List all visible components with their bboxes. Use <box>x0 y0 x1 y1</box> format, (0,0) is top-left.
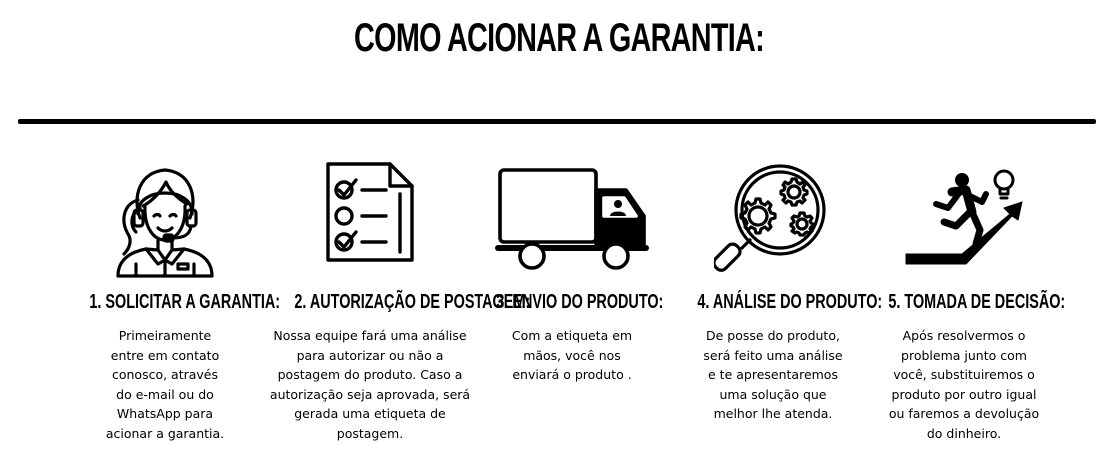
step-4-text: De posse do produto, será feito uma anál… <box>703 328 843 421</box>
divider-line <box>18 119 1096 124</box>
step-2-text: Nossa equipe fará uma análise para autor… <box>269 328 471 441</box>
step-1-heading: 1. SOLICITAR A GARANTIA: <box>89 291 281 313</box>
delivery-truck-icon <box>467 160 677 280</box>
magnifier-gears-icon <box>668 160 878 280</box>
page-title: COMO ACIONAR A GARANTIA: <box>354 16 765 60</box>
step-2-heading: 2. AUTORIZAÇÃO DE POSTAGEM: <box>294 291 531 313</box>
checklist-document-icon <box>265 160 475 280</box>
step-5-heading: 5. TOMADA DE DECISÃO: <box>888 291 1066 313</box>
step-5-text: Após resolvermos o problema junto com vo… <box>888 328 1040 441</box>
customer-support-agent-icon <box>60 160 270 280</box>
running-person-idea-icon <box>859 160 1069 280</box>
step-1-text: Primeiramente entre em contato conosco, … <box>105 328 225 441</box>
step-3-heading: 3. ENVIO DO PRODUTO: <box>496 291 664 313</box>
step-4-heading: 4. ANÁLISE DO PRODUTO: <box>697 291 883 313</box>
step-3-text: Com a etiqueta em mãos, você nos enviará… <box>511 328 633 382</box>
